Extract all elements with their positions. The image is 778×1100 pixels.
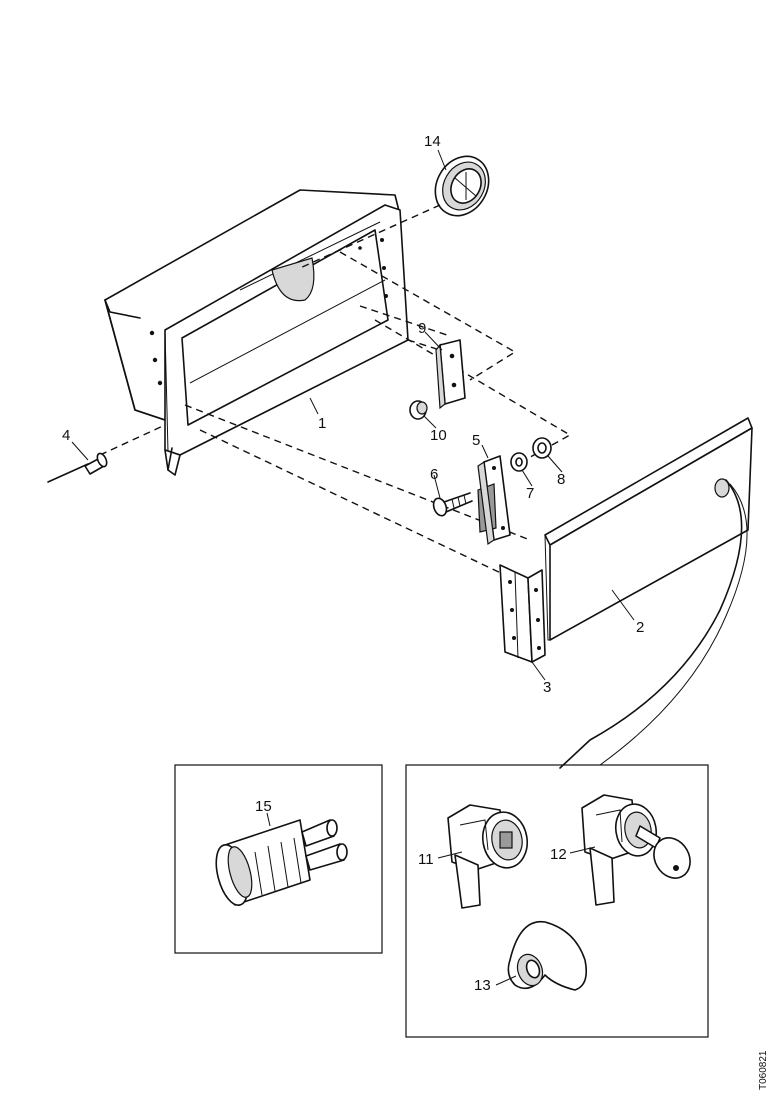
hinge xyxy=(499,564,546,663)
callout-7: 7 xyxy=(526,485,534,502)
callout-4: 4 xyxy=(62,427,70,444)
callout-12: 12 xyxy=(550,846,567,863)
glovebox-housing xyxy=(104,189,409,476)
callout-13: 13 xyxy=(474,977,491,994)
cover-13 xyxy=(495,920,588,991)
lock-11 xyxy=(437,804,529,909)
callout-10: 10 xyxy=(430,427,447,444)
glovebox-lid xyxy=(544,417,753,769)
rivet xyxy=(47,452,108,483)
callout-6: 6 xyxy=(430,466,438,483)
callout-1: 1 xyxy=(318,415,326,432)
bracket xyxy=(435,339,466,410)
lamp-assembly xyxy=(434,155,490,217)
callout-3: 3 xyxy=(543,679,551,696)
leader-lines xyxy=(71,149,635,681)
screw-6 xyxy=(432,492,473,517)
detail-box-right xyxy=(405,764,709,1038)
callout-9: 9 xyxy=(418,320,426,337)
reference-code: T060821 xyxy=(758,1050,769,1090)
striker xyxy=(477,455,511,546)
nut-8 xyxy=(532,437,552,459)
callout-11: 11 xyxy=(418,851,434,868)
callout-15: 15 xyxy=(255,798,272,815)
callout-8: 8 xyxy=(557,471,565,488)
callout-2: 2 xyxy=(636,619,644,636)
nut-10 xyxy=(409,400,428,420)
lock-12 xyxy=(569,794,691,906)
detail-box-left xyxy=(174,764,383,954)
callout-14: 14 xyxy=(424,133,441,150)
washer-7 xyxy=(510,452,528,472)
callout-labels: 14 1 2 3 4 5 6 7 8 9 10 15 11 12 13 xyxy=(62,133,644,994)
callout-5: 5 xyxy=(472,432,480,449)
